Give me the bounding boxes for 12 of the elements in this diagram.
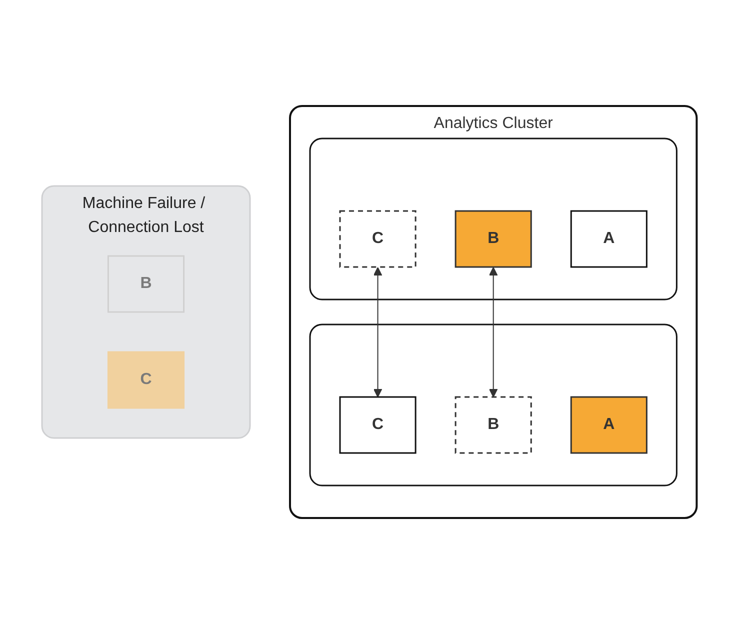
node-box: C <box>339 396 416 454</box>
cluster <box>309 324 678 486</box>
cluster <box>309 138 678 300</box>
arrow <box>489 267 498 398</box>
arrow <box>374 267 382 398</box>
node-box: C <box>339 210 416 268</box>
node-box: A <box>570 396 648 454</box>
node-box: B <box>454 210 532 268</box>
node-box: C <box>108 351 185 409</box>
node-box: B <box>108 255 185 313</box>
node-box: B <box>454 396 532 454</box>
node-box: A <box>570 210 648 268</box>
